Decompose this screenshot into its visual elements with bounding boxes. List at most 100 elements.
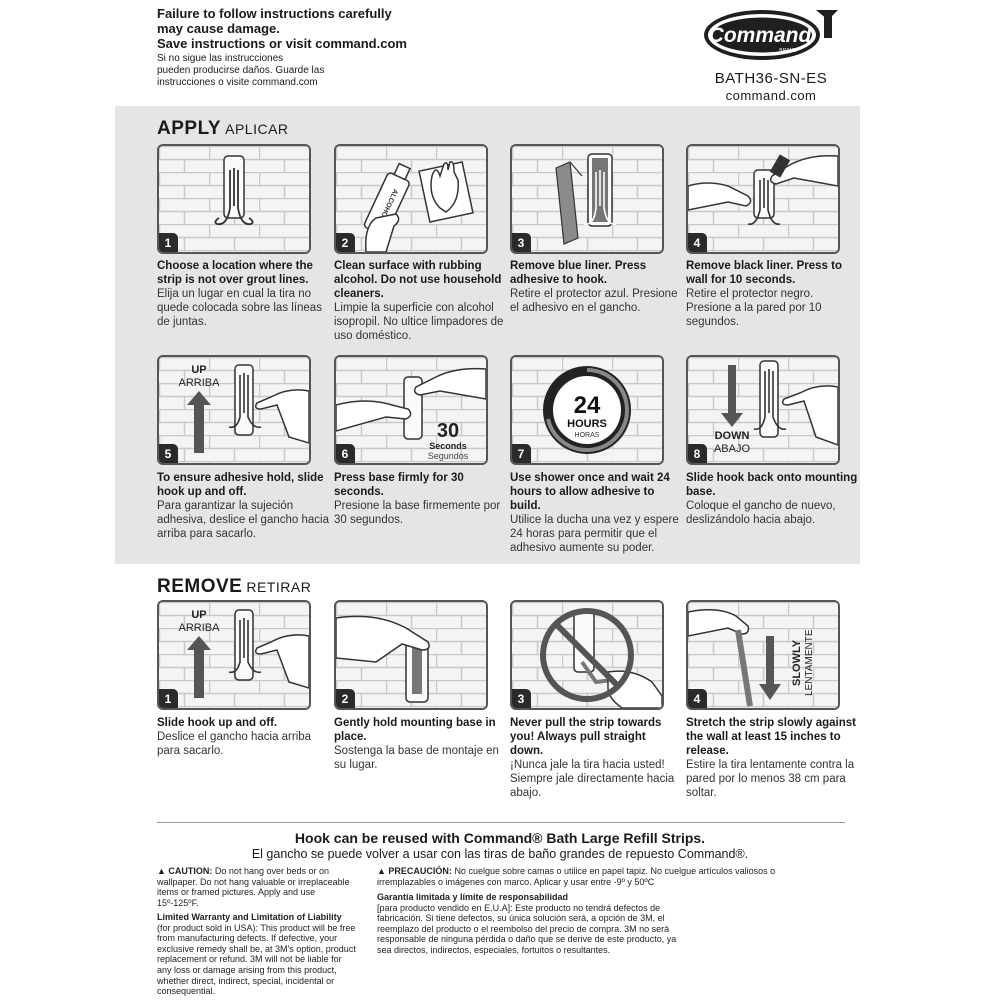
warning-line-es: pueden producirse daños. Guarde las xyxy=(157,65,325,76)
caption-en: Remove black liner. Press to wall for 10… xyxy=(686,260,842,286)
down-arrow-icon xyxy=(759,636,781,700)
step-number: 1 xyxy=(159,233,178,252)
remove-title: REMOVE xyxy=(157,576,243,597)
website-text: command.com xyxy=(725,88,817,103)
warning-text-es: Si no sigue las instrucciones pueden pro… xyxy=(157,53,324,89)
step-number: 7 xyxy=(512,444,531,463)
apply-title-es: APLICAR xyxy=(225,121,289,137)
caption-en: To ensure adhesive hold, slide hook up a… xyxy=(157,472,324,498)
prohibited-icon xyxy=(540,608,634,702)
caption-es: Elija un lugar en cual la tira no quede … xyxy=(157,288,322,328)
remove-step-3-caption: Never pull the strip towards you! Always… xyxy=(510,716,682,800)
up-label: UP xyxy=(191,609,206,621)
step-number: 4 xyxy=(688,233,707,252)
apply-step-1-illustration: 1 xyxy=(157,144,311,254)
apply-step-8-caption: Slide hook back onto mounting base. Colo… xyxy=(686,471,858,527)
caution-block: ▲ CAUTION: Do not hang over beds or on w… xyxy=(157,866,357,908)
caption-en: Gently hold mounting base in place. xyxy=(334,717,496,743)
apply-title: APPLY xyxy=(157,118,222,139)
warning-text: Failure to follow instructions carefully… xyxy=(157,6,407,51)
warranty-text: (for product sold in USA): This product … xyxy=(157,922,356,997)
caption-es: Limpie la superficie con alcohol isoprop… xyxy=(334,302,504,342)
up-label-es: ARRIBA xyxy=(179,377,221,389)
caption-en: Press base firmly for 30 seconds. xyxy=(334,472,464,498)
slowly-label: SLOWLY xyxy=(791,639,803,686)
apply-step-8-illustration: DOWN ABAJO 8 xyxy=(686,355,840,465)
warning-line-es: Si no sigue las instrucciones xyxy=(157,53,284,64)
warning-line: Failure to follow instructions carefully xyxy=(157,6,392,21)
warranty-title: Limited Warranty and Limitation of Liabi… xyxy=(157,912,342,922)
remove-title-es: RETIRAR xyxy=(246,579,312,595)
up-label-es: ARRIBA xyxy=(179,622,221,634)
warning-line: Save instructions or visit command.com xyxy=(157,36,407,51)
hours-value: 24 xyxy=(574,392,601,419)
divider xyxy=(157,822,845,823)
step-number: 3 xyxy=(512,689,531,708)
apply-step-6-caption: Press base firmly for 30 seconds. Presio… xyxy=(334,471,506,527)
caption-en: Slide hook up and off. xyxy=(157,717,278,729)
garantia-title: Garantía limitada y límite de responsabi… xyxy=(377,892,569,902)
caption-es: ¡Nunca jale la tira hacia usted! Siempre… xyxy=(510,759,675,799)
down-arrow-icon xyxy=(721,365,743,427)
caption-en: Never pull the strip towards you! Always… xyxy=(510,717,662,757)
seconds-label-es: Segundos xyxy=(428,451,469,461)
up-label: UP xyxy=(191,364,206,376)
svg-text:Command: Command xyxy=(709,24,813,47)
apply-step-7-caption: Use shower once and wait 24 hours to all… xyxy=(510,471,682,555)
caption-en: Clean surface with rubbing alcohol. Do n… xyxy=(334,260,502,300)
apply-step-2-illustration: ALCOHOL 2 xyxy=(334,144,488,254)
apply-step-4-caption: Remove black liner. Press to wall for 10… xyxy=(686,259,858,329)
caution-title: ▲ CAUTION: xyxy=(157,866,213,876)
command-logo: Command BRAND xyxy=(700,6,842,62)
precaucion-text: No cuelgue sobre camas o utilice en pape… xyxy=(377,866,776,887)
caution-text: Do not hang over beds or on wallpaper. D… xyxy=(157,866,350,908)
caption-es: Estire la tira lentamente contra la pare… xyxy=(686,759,855,799)
apply-step-7-illustration: 24 HOURS HORAS 7 xyxy=(510,355,664,465)
seconds-label: Seconds xyxy=(429,441,467,451)
step-number: 2 xyxy=(336,689,355,708)
remove-step-1-illustration: UP ARRIBA 1 xyxy=(157,600,311,710)
caption-es: Deslice el gancho hacia arriba para saca… xyxy=(157,731,312,757)
caption-es: Coloque el gancho de nuevo, deslizándolo… xyxy=(686,500,836,526)
apply-step-3-caption: Remove blue liner. Press adhesive to hoo… xyxy=(510,259,682,315)
step-number: 5 xyxy=(159,444,178,463)
remove-step-4-caption: Stretch the strip slowly against the wal… xyxy=(686,716,858,800)
step-number: 8 xyxy=(688,444,707,463)
step-number: 4 xyxy=(688,689,707,708)
caption-es: Utilice la ducha una vez y espere 24 hor… xyxy=(510,514,679,554)
seconds-value: 30 xyxy=(437,420,459,442)
product-code: BATH36-SN-ES command.com xyxy=(706,70,836,104)
remove-step-2-illustration: 2 xyxy=(334,600,488,710)
caption-es: Para garantizar la sujeción adhesiva, de… xyxy=(157,500,329,540)
down-label-es: ABAJO xyxy=(714,443,751,455)
slowly-label-es: LENTAMENTE xyxy=(804,629,815,696)
caption-es: Retire el protector azul. Presione el ad… xyxy=(510,288,678,314)
caption-en: Slide hook back onto mounting base. xyxy=(686,472,858,498)
remove-step-3-illustration: 3 xyxy=(510,600,664,710)
caption-es: Retire el protector negro. Presione a la… xyxy=(686,288,822,328)
apply-step-2-caption: Clean surface with rubbing alcohol. Do n… xyxy=(334,259,506,343)
apply-step-6-illustration: 30 Seconds Segundos 6 xyxy=(334,355,488,465)
step-number: 2 xyxy=(336,233,355,252)
hours-label-es: HORAS xyxy=(575,432,600,439)
up-arrow-icon xyxy=(187,391,211,453)
sku-text: BATH36-SN-ES xyxy=(714,70,828,87)
step-number: 6 xyxy=(336,444,355,463)
caption-en: Stretch the strip slowly against the wal… xyxy=(686,717,856,757)
step-number: 1 xyxy=(159,689,178,708)
apply-step-1-caption: Choose a location where the strip is not… xyxy=(157,259,329,329)
apply-step-5-illustration: UP ARRIBA 5 xyxy=(157,355,311,465)
warning-line-es: instrucciones o visite command.com xyxy=(157,77,318,88)
remove-step-2-caption: Gently hold mounting base in place. Sost… xyxy=(334,716,506,772)
caption-es: Presione la base firmemente por 30 segun… xyxy=(334,500,501,526)
warning-line: may cause damage. xyxy=(157,21,280,36)
precaucion-block: ▲ PRECAUCIÓN: No cuelgue sobre camas o u… xyxy=(377,866,787,887)
apply-step-4-illustration: 4 xyxy=(686,144,840,254)
remove-step-4-illustration: SLOWLY LENTAMENTE 4 xyxy=(686,600,840,710)
apply-step-5-caption: To ensure adhesive hold, slide hook up a… xyxy=(157,471,329,541)
caption-en: Remove blue liner. Press adhesive to hoo… xyxy=(510,260,647,286)
reuse-note-es: El gancho se puede volver a usar con las… xyxy=(251,847,749,861)
clock-arrow-icon xyxy=(546,368,629,452)
reuse-note: Hook can be reused with Command® Bath La… xyxy=(294,830,706,846)
